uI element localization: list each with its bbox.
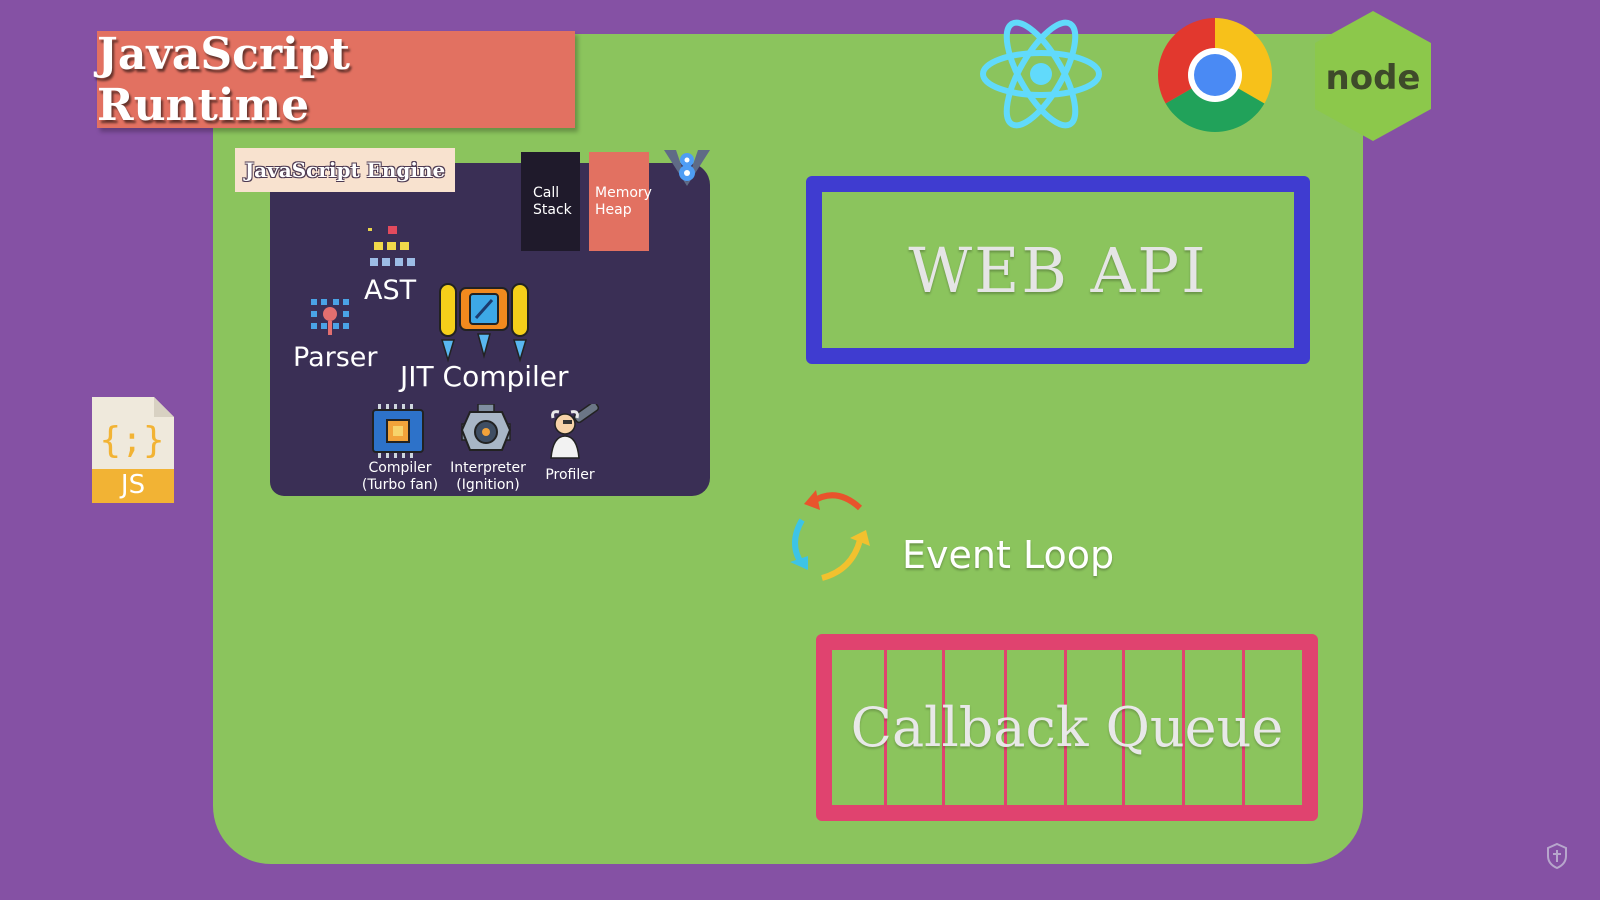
- callback-queue-label: Callback Queue: [850, 696, 1284, 759]
- queue-slot-divider: [884, 650, 887, 805]
- callback-queue-box: [816, 634, 1318, 821]
- jit-compiler-label: JIT Compiler: [400, 360, 569, 393]
- chrome-icon: [1158, 18, 1272, 132]
- web-api-box: WEB API: [806, 176, 1310, 364]
- engine-title: JavaScript Engine: [235, 148, 455, 192]
- jit-compiler-icon: [439, 283, 529, 363]
- profiler-icon: [550, 404, 600, 459]
- queue-slot-divider: [1242, 650, 1245, 805]
- memory-heap-line-1: Memory: [595, 184, 652, 201]
- event-loop-label: Event Loop: [902, 533, 1115, 577]
- node-icon: node: [1315, 11, 1431, 141]
- turbofan-line-1: Compiler: [368, 460, 432, 476]
- ignition-label: Interpreter (Ignition): [448, 460, 528, 494]
- queue-slot-divider: [1182, 650, 1185, 805]
- shield-icon: [1547, 842, 1567, 870]
- chip-icon: [372, 404, 424, 458]
- parser-icon: [311, 299, 349, 335]
- js-file-label: JS: [120, 470, 146, 500]
- react-icon: [980, 19, 1102, 129]
- profiler-label: Profiler: [545, 467, 595, 483]
- v8-icon: [664, 150, 710, 186]
- turbofan-line-2: (Turbo fan): [361, 477, 439, 493]
- call-stack-line-2: Stack: [533, 201, 572, 218]
- queue-slot-divider: [942, 650, 945, 805]
- js-file-glyph: {;}: [99, 420, 164, 461]
- ast-label: AST: [364, 275, 417, 306]
- js-file-icon: {;}: [92, 397, 174, 503]
- web-api-label: WEB API: [908, 233, 1208, 307]
- queue-slot-divider: [1122, 650, 1125, 805]
- runtime-title: JavaScript Runtime: [97, 29, 575, 131]
- ignition-line-1: Interpreter: [450, 460, 526, 476]
- ignition-line-2: (Ignition): [456, 477, 520, 493]
- event-loop-icon: [790, 490, 870, 581]
- memory-heap-line-2: Heap: [595, 201, 632, 218]
- queue-slot-divider: [1064, 650, 1067, 805]
- queue-slot-divider: [1004, 650, 1007, 805]
- node-logo-text: node: [1326, 58, 1421, 98]
- turbofan-label: Compiler (Turbo fan): [360, 460, 440, 494]
- ast-icon: [368, 226, 415, 266]
- call-stack-line-1: Call: [533, 184, 560, 201]
- parser-label: Parser: [293, 342, 378, 373]
- engine-icon: [460, 404, 512, 451]
